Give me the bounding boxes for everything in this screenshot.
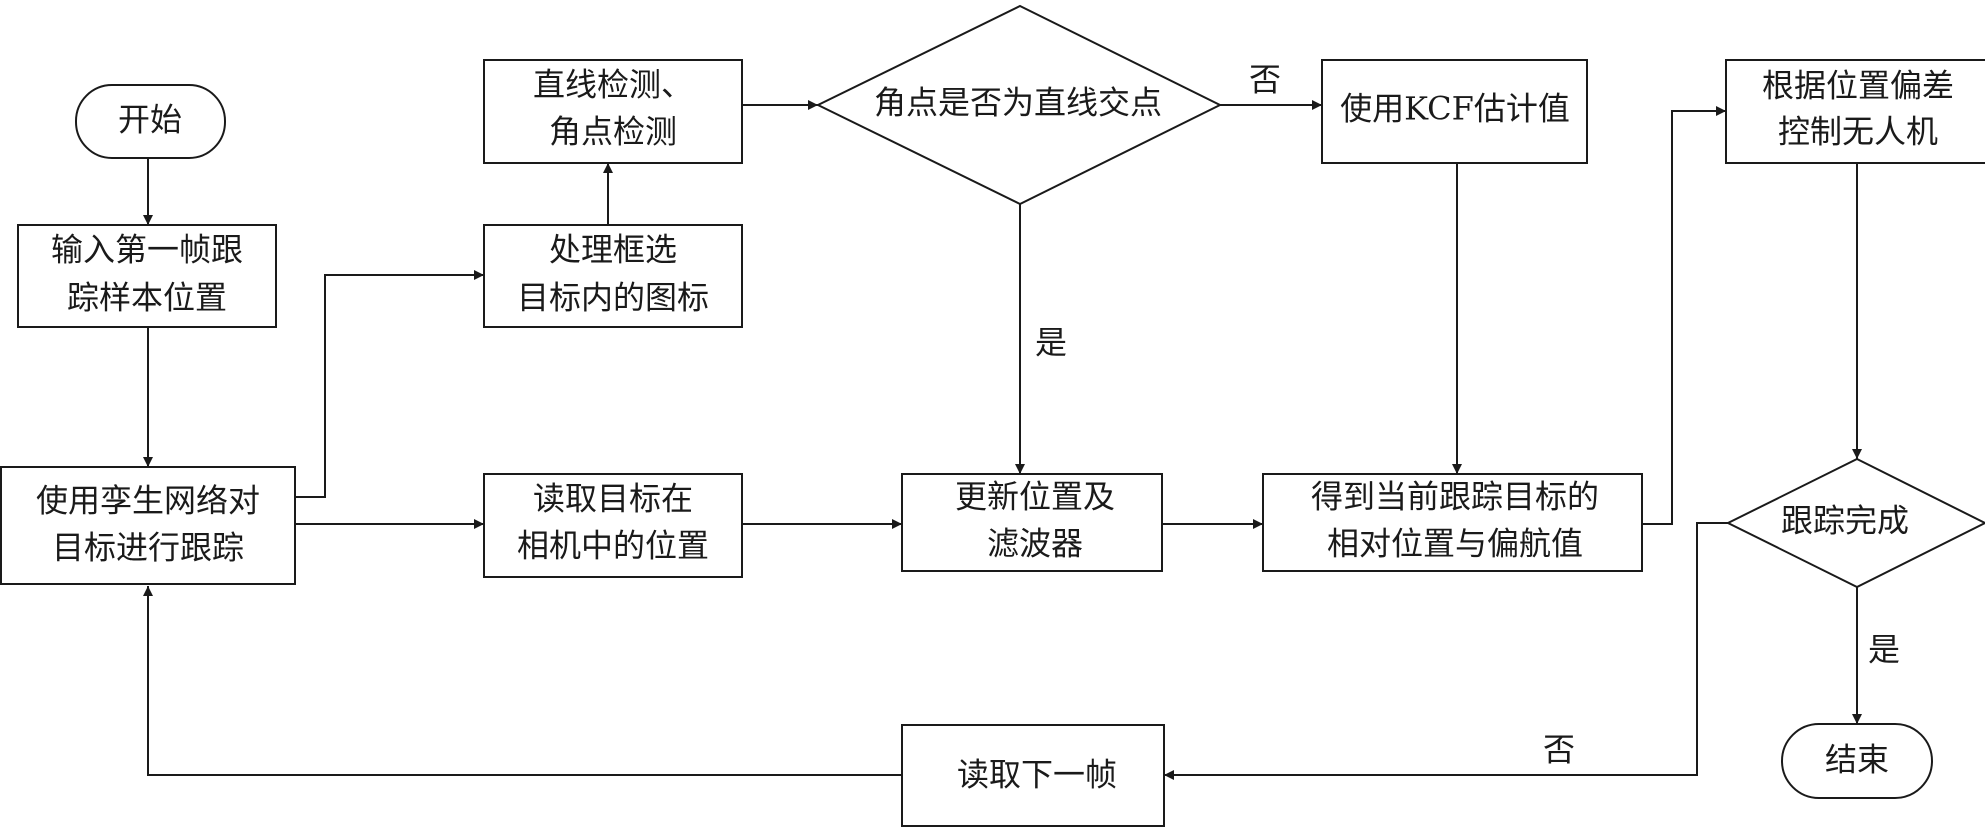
process-icon-node: 处理框选 目标内的图标 xyxy=(483,224,743,328)
kcf-node: 使用KCF估计值 xyxy=(1321,59,1588,164)
update-filter-line2: 滤波器 xyxy=(987,525,1083,563)
end-label: 结束 xyxy=(1825,741,1889,779)
read-position-node: 读取目标在 相机中的位置 xyxy=(483,473,743,578)
done-decision-label: 跟踪完成 xyxy=(1781,502,1909,540)
arrow-siamese-to-process xyxy=(295,270,484,498)
line-corner-line1: 直线检测、 xyxy=(533,66,693,104)
input-first-line2: 踪样本位置 xyxy=(67,279,227,317)
control-uav-line2: 控制无人机 xyxy=(1778,113,1938,151)
arrow-read-next-to-siamese xyxy=(143,586,902,776)
read-next-label: 读取下一帧 xyxy=(957,756,1117,794)
control-uav-line1: 根据位置偏差 xyxy=(1762,67,1954,105)
corner-no-label: 否 xyxy=(1249,61,1281,99)
read-position-line2: 相机中的位置 xyxy=(517,527,709,565)
siamese-line2: 目标进行跟踪 xyxy=(52,529,244,567)
control-uav-node: 根据位置偏差 控制无人机 xyxy=(1725,59,1985,164)
update-filter-line1: 更新位置及 xyxy=(955,478,1115,516)
relative-pose-line1: 得到当前跟踪目标的 xyxy=(1311,478,1599,516)
process-icon-line2: 目标内的图标 xyxy=(517,279,709,317)
siamese-line1: 使用孪生网络对 xyxy=(36,482,260,520)
input-first-frame-node: 输入第一帧跟 踪样本位置 xyxy=(17,224,277,328)
kcf-label: 使用KCF估计值 xyxy=(1340,90,1570,128)
done-decision-node: 跟踪完成 xyxy=(1725,457,1985,589)
corner-decision-label: 角点是否为直线交点 xyxy=(874,84,1162,122)
relative-pose-node: 得到当前跟踪目标的 相对位置与偏航值 xyxy=(1262,473,1643,572)
siamese-tracking-node: 使用孪生网络对 目标进行跟踪 xyxy=(0,466,296,585)
update-filter-node: 更新位置及 滤波器 xyxy=(901,473,1163,572)
end-node: 结束 xyxy=(1781,723,1933,799)
relative-pose-line2: 相对位置与偏航值 xyxy=(1327,525,1583,563)
done-no-label: 否 xyxy=(1543,731,1575,769)
input-first-line1: 输入第一帧跟 xyxy=(51,231,243,269)
line-corner-line2: 角点检测 xyxy=(549,113,677,151)
corner-yes-label: 是 xyxy=(1035,324,1067,362)
start-node: 开始 xyxy=(75,84,226,159)
line-corner-detect-node: 直线检测、 角点检测 xyxy=(483,59,743,164)
arrow-relative-to-control xyxy=(1642,106,1726,525)
connectors xyxy=(143,100,1862,780)
corner-decision-node: 角点是否为直线交点 xyxy=(815,4,1223,206)
arrow-done-no-to-read-next xyxy=(1164,522,1728,780)
process-icon-line1: 处理框选 xyxy=(549,231,677,269)
read-next-frame-node: 读取下一帧 xyxy=(901,724,1165,827)
start-label: 开始 xyxy=(118,101,182,139)
read-position-line1: 读取目标在 xyxy=(533,480,693,518)
done-yes-label: 是 xyxy=(1868,631,1900,669)
edge-labels: 否 是 是 否 xyxy=(1035,61,1900,769)
